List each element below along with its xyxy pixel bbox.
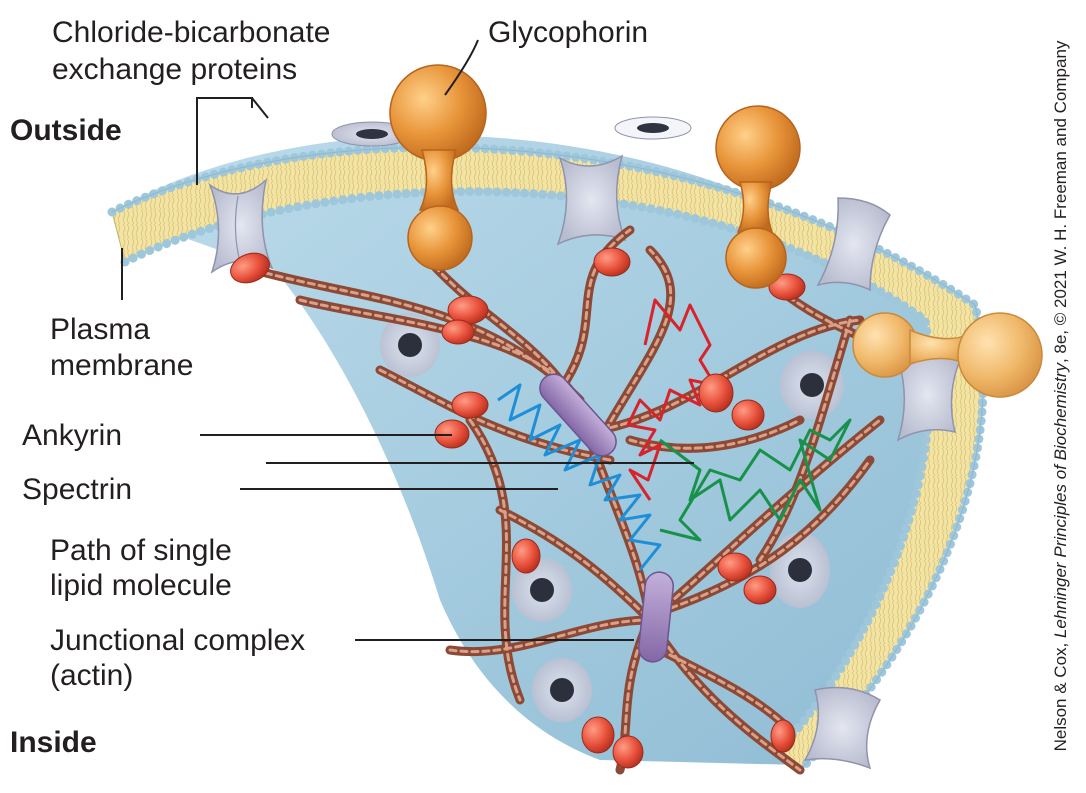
label-plasma-line2: membrane bbox=[50, 349, 194, 382]
surface-pore-2 bbox=[614, 116, 692, 140]
label-path-line2: lipid molecule bbox=[50, 569, 232, 602]
label-glycophorin: Glycophorin bbox=[488, 16, 649, 49]
label-spectrin: Spectrin bbox=[22, 473, 133, 506]
credit-authors: Nelson & Cox, bbox=[1051, 638, 1070, 752]
label-inside: Inside bbox=[10, 726, 97, 759]
glycophorin-1 bbox=[389, 64, 487, 271]
lipid-path-red bbox=[626, 298, 717, 501]
label-junction-line2: (actin) bbox=[50, 659, 134, 692]
label-chloride-line2: exchange proteins bbox=[52, 53, 298, 86]
exchange-protein-5 bbox=[803, 686, 882, 770]
label-chloride-line1: Chloride-bicarbonate bbox=[52, 16, 331, 49]
leader-lines bbox=[121, 39, 694, 641]
exchange-protein-3 bbox=[816, 197, 891, 292]
glycophorin-3 bbox=[852, 312, 1043, 398]
label-junction-line1: Junctional complex bbox=[50, 624, 306, 657]
label-path-line1: Path of single bbox=[50, 534, 232, 567]
credit-book: Lehninger Principles of Biochemistry bbox=[1051, 363, 1070, 639]
actin-junction-1 bbox=[539, 373, 617, 457]
cytoplasm-interior bbox=[112, 135, 947, 766]
lipid-path-green bbox=[659, 418, 852, 542]
label-ankyrin: Ankyrin bbox=[22, 419, 123, 452]
credit-rest: , 8e, © 2021 W. H. Freeman and Company bbox=[1051, 40, 1070, 364]
outer-headgroups bbox=[107, 142, 988, 775]
exchange-protein-1 bbox=[208, 177, 274, 274]
label-plasma-line1: Plasma bbox=[50, 313, 151, 346]
credit-line: Nelson & Cox, Lehninger Principles of Bi… bbox=[1051, 41, 1071, 752]
spectrin-network bbox=[250, 225, 905, 775]
actin-junction-2 bbox=[638, 571, 674, 663]
glycophorin-2 bbox=[715, 105, 801, 289]
label-outside: Outside bbox=[10, 114, 122, 147]
exchange-protein-2 bbox=[556, 154, 627, 246]
